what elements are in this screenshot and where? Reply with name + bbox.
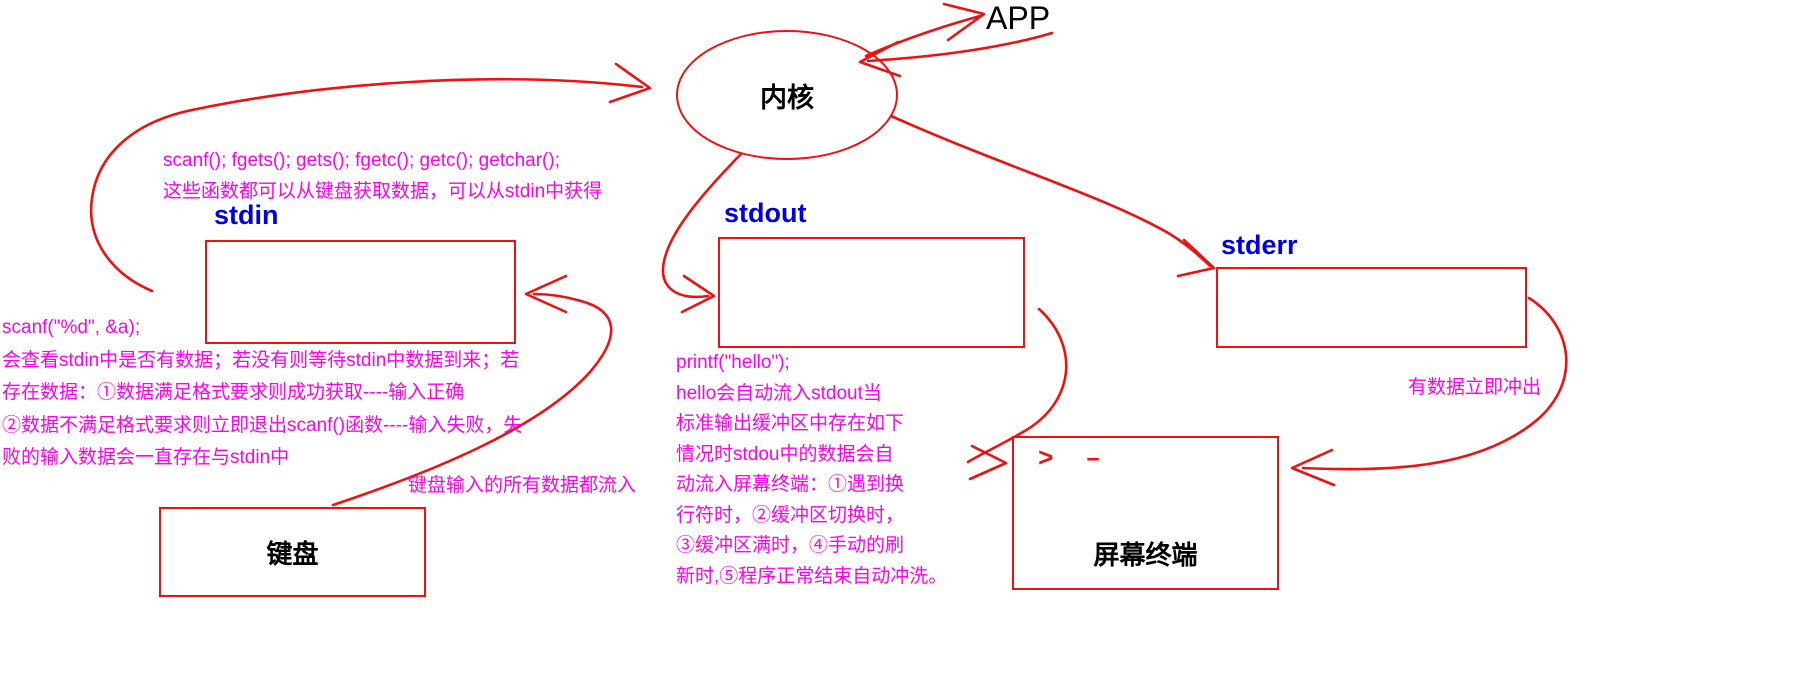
keyboard-label: 键盘 bbox=[266, 538, 319, 569]
note-line: 行符时，②缓冲区切换时， bbox=[676, 504, 905, 526]
note-line: 标准输出缓冲区中存在如下 bbox=[676, 413, 905, 434]
note-line: scanf("%d", &a); bbox=[2, 317, 141, 338]
note-line: 败的输入数据会一直存在与stdin中 bbox=[2, 447, 290, 468]
terminal-prompt: > – bbox=[1038, 444, 1109, 474]
stderr-buffer-box bbox=[1216, 267, 1527, 348]
note-line: 情况时stdou中的数据会自 bbox=[676, 443, 894, 465]
stdout-stream-label: stdout bbox=[724, 198, 807, 228]
keyboard-box: 键盘 bbox=[159, 507, 426, 597]
arrow-kernel-to-app bbox=[864, 2, 986, 58]
stdout-buffer-box bbox=[718, 237, 1025, 348]
kernel-node: 内核 bbox=[676, 30, 898, 160]
note-line: hello会自动流入stdout当 bbox=[676, 382, 882, 404]
stdin-functions-note: scanf(); fgets(); gets(); fgetc(); getc(… bbox=[163, 145, 602, 207]
scanf-behavior-note: scanf("%d", &a); 会查看stdin中是否有数据；若没有则等待st… bbox=[2, 312, 522, 475]
note-line: 这些函数都可以从键盘获取数据，可以从stdin中获得 bbox=[163, 181, 603, 202]
note-line: ②数据不满足格式要求则立即退出scanf()函数----输入失败，失 bbox=[2, 414, 523, 436]
note-line: 存在数据：①数据满足格式要求则成功获取----输入正确 bbox=[2, 382, 465, 403]
stderr-flush-note: 有数据立即冲出 bbox=[1408, 377, 1542, 398]
stdin-stream-label: stdin bbox=[214, 200, 279, 230]
stdin-buffer-box bbox=[205, 240, 516, 344]
note-line: 会查看stdin中是否有数据；若没有则等待stdin中数据到来；若 bbox=[2, 349, 520, 371]
printf-behavior-note: printf("hello"); hello会自动流入stdout当 标准输出缓… bbox=[676, 348, 947, 592]
note-line: ③缓冲区满时，④手动的刷 bbox=[676, 535, 905, 556]
screen-terminal-box: > – 屏幕终端 bbox=[1012, 436, 1279, 590]
note-line: printf("hello"); bbox=[676, 352, 790, 373]
kernel-label: 内核 bbox=[760, 82, 814, 113]
note-line: 新时,⑤程序正常结束自动冲洗。 bbox=[676, 565, 948, 587]
note-line: 动流入屏幕终端：①遇到换 bbox=[676, 474, 905, 495]
app-label: APP bbox=[986, 0, 1051, 36]
screen-terminal-label: 屏幕终端 bbox=[1093, 540, 1198, 570]
keyboard-flow-note: 键盘输入的所有数据都流入 bbox=[408, 475, 637, 496]
note-line: scanf(); fgets(); gets(); fgetc(); getc(… bbox=[163, 150, 560, 171]
stderr-stream-label: stderr bbox=[1221, 230, 1298, 260]
